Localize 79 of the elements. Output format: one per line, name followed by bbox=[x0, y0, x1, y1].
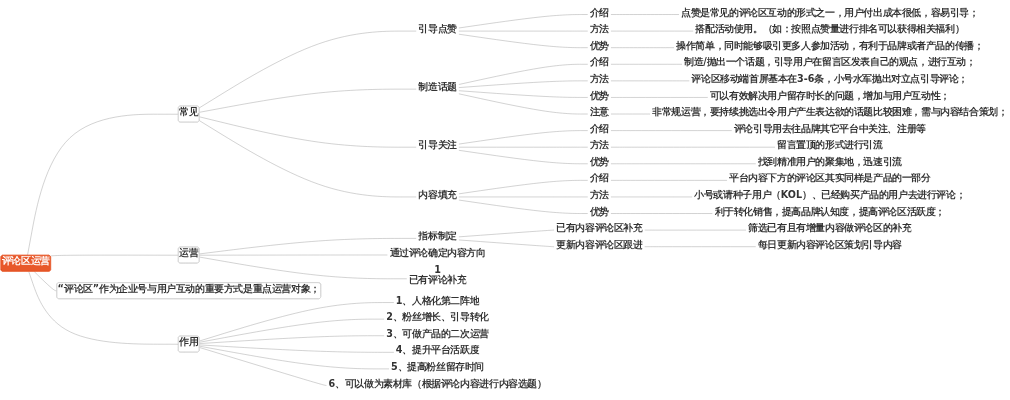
node-text: 优势 bbox=[589, 205, 609, 217]
node-text: 5、提高粉丝留存时间 bbox=[391, 361, 485, 373]
node-text: 操作简单，同时能够吸引更多人参加活动，有利于品牌或者产品的传播； bbox=[676, 40, 984, 51]
node-text: 评论引导用去往品牌其它平台中关注、注册等 bbox=[733, 122, 926, 134]
node-text: 方法 bbox=[589, 23, 609, 35]
node-text: 介绍 bbox=[589, 6, 609, 18]
node-text: 制造话题 bbox=[418, 81, 457, 93]
node-text: 筛选已有且有增量内容做评论区的补充 bbox=[748, 222, 912, 234]
node-text: 搭配活动使用。（如：按照点赞量进行排名可以获得相关福利） bbox=[695, 23, 965, 35]
connector bbox=[458, 33, 589, 48]
connector bbox=[199, 344, 395, 353]
connector bbox=[199, 116, 417, 148]
node-text: 留言置顶的形式进行引流 bbox=[776, 139, 883, 151]
node-text: 小号或请种子用户（KOL）、已经购买产品的用户去进行评论； bbox=[694, 189, 966, 201]
connector bbox=[458, 93, 589, 115]
node-text: 6、可以做为素材库（根据评论内容进行内容选题） bbox=[328, 377, 547, 389]
connector bbox=[610, 163, 757, 164]
connector bbox=[458, 14, 589, 29]
connector bbox=[610, 213, 713, 214]
node-text: 1 已有评论补充 bbox=[408, 263, 467, 286]
connector bbox=[199, 238, 417, 255]
node-text: 介绍 bbox=[589, 56, 609, 68]
connector bbox=[199, 345, 390, 370]
connector bbox=[199, 88, 417, 113]
connector bbox=[199, 335, 385, 344]
connector bbox=[28, 271, 179, 345]
node-text: 方法 bbox=[589, 189, 609, 201]
node-text: 优势 bbox=[589, 89, 609, 101]
connector bbox=[458, 239, 555, 247]
connector bbox=[27, 114, 179, 256]
connector bbox=[610, 180, 728, 181]
connector bbox=[199, 120, 417, 198]
node-text: 3、可做产品的二次运营 bbox=[386, 328, 489, 339]
node-text: 介绍 bbox=[589, 122, 609, 134]
connector bbox=[458, 180, 589, 195]
connector bbox=[610, 14, 680, 15]
node-text: 利于转化销售，提高品牌认知度，提高评论区活跃度； bbox=[714, 205, 945, 217]
connector bbox=[458, 90, 589, 98]
node-text: 注意 bbox=[589, 106, 609, 118]
connector bbox=[458, 80, 589, 88]
connector bbox=[199, 347, 328, 386]
connector bbox=[458, 229, 555, 238]
node-text: 更新内容评论区跟进 bbox=[556, 239, 643, 250]
node-text: 4、提升平台活跃度 bbox=[395, 344, 480, 356]
node-text: 评论区移动端首屏基本在3-6条，小号水军抛出对立点引导评论； bbox=[691, 73, 969, 85]
connector bbox=[610, 47, 675, 48]
node-text: 每日更新内容评论区策划引导内容 bbox=[757, 239, 902, 250]
connector bbox=[610, 97, 709, 98]
node-text: 制造/抛出一个话题，引导用户在留言区发表自己的观点，进行互动； bbox=[683, 56, 976, 68]
node-text: 平台内容下方的评论区其实同样是产品的一部分 bbox=[728, 172, 931, 184]
connector bbox=[199, 318, 385, 343]
connector bbox=[34, 271, 58, 292]
connector bbox=[458, 64, 589, 85]
connector bbox=[458, 150, 589, 164]
node-text: 点赞是常见的评论区互动的形式之一，用户付出成本很低，容易引导； bbox=[680, 6, 979, 18]
node-text: 优势 bbox=[589, 40, 609, 51]
node-text: 优势 bbox=[589, 156, 609, 168]
node-text: 引导点赞 bbox=[418, 23, 457, 35]
node-text: 非常规运营，要持续挑选出令用户产生表达欲的话题比较困难，需与内容结合策划； bbox=[652, 106, 1008, 118]
connector bbox=[199, 302, 395, 342]
node-text: 引导关注 bbox=[418, 139, 457, 151]
node-text: 内容填充 bbox=[418, 189, 457, 201]
node-text: 找到精准用户的聚集地，迅速引流 bbox=[757, 156, 902, 168]
connector bbox=[610, 64, 683, 65]
connector bbox=[458, 130, 589, 145]
node-text: 可以有效解决用户留存时长的问题，增加与用户互动性； bbox=[709, 89, 950, 101]
connector bbox=[610, 130, 733, 131]
node-text: 介绍 bbox=[589, 172, 609, 184]
connector bbox=[458, 199, 589, 214]
connector bbox=[644, 246, 757, 247]
node-text: 已有内容评论区补充 bbox=[556, 222, 643, 234]
node-text: 方法 bbox=[589, 73, 609, 85]
node-text: 指标制定 bbox=[418, 230, 457, 242]
connector bbox=[199, 30, 417, 109]
node-text: 方法 bbox=[589, 139, 609, 151]
connector bbox=[199, 256, 408, 279]
node-text: 通过评论确定内容方向 bbox=[389, 247, 486, 259]
node-text: 1、人格化第二阵地 bbox=[395, 294, 480, 306]
node-text: 2、粉丝增长、引导转化 bbox=[386, 311, 489, 323]
